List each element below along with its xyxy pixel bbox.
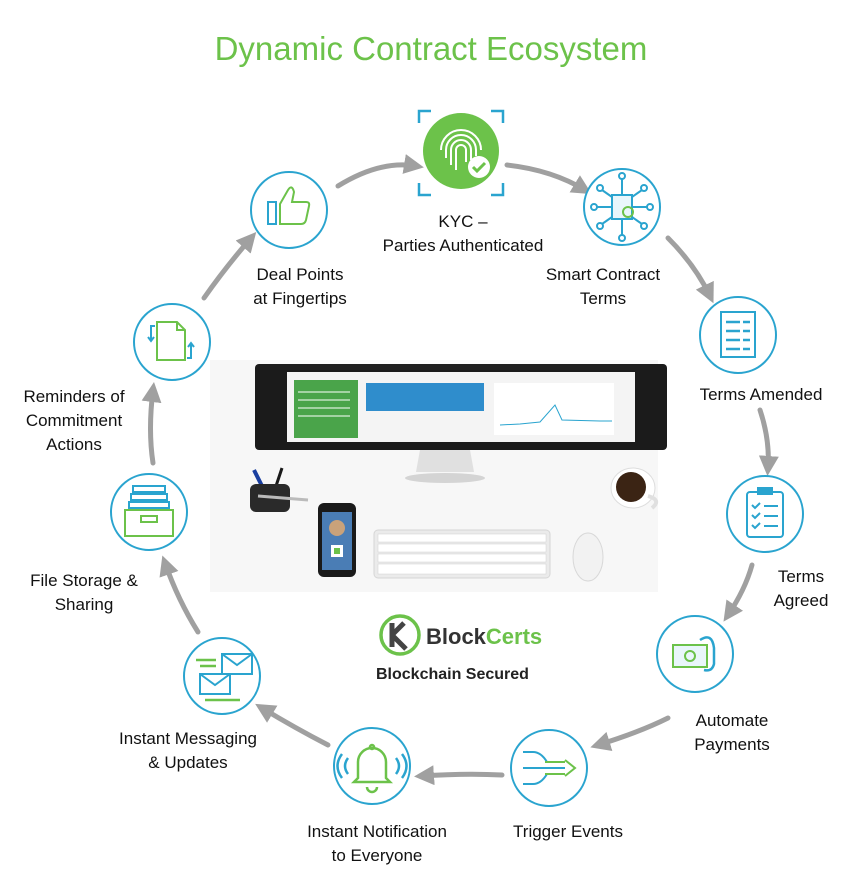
document-list-icon — [699, 296, 777, 374]
payment-cash-icon — [656, 615, 734, 693]
stage-label-terms-amended: Terms Amended — [699, 385, 823, 404]
mouse — [572, 532, 604, 582]
document-cycle-icon — [133, 303, 211, 381]
trigger-arrows-icon — [510, 729, 588, 807]
cycle-arrow — [414, 765, 505, 786]
stage-label-trigger-events: Trigger Events — [513, 822, 623, 841]
fingerprint-check-icon — [417, 109, 505, 197]
diagram-title: Dynamic Contract Ecosystem — [214, 30, 648, 67]
smart-contract-network-icon — [583, 168, 661, 246]
clipboard-checklist-icon — [726, 475, 804, 553]
coffee-cup — [610, 467, 659, 510]
envelopes-icon — [183, 637, 261, 715]
cycle-arrow — [255, 703, 331, 748]
blockcerts-logo-icon — [379, 614, 421, 656]
file-drawer-icon — [110, 473, 188, 551]
brand-name: BlockCerts — [426, 624, 543, 649]
stage-label-instant-messaging: Instant Messaging& Updates — [119, 729, 257, 772]
desk-scene — [210, 360, 667, 592]
cycle-arrow — [590, 715, 671, 752]
cycle-arrow — [757, 407, 779, 476]
pen-holder — [250, 467, 309, 512]
keyboard — [373, 529, 551, 579]
cycle-arrow — [504, 162, 592, 195]
cycle-arrow — [141, 382, 162, 466]
cycle-arrow — [159, 555, 201, 635]
brand-tagline: Blockchain Secured — [376, 666, 529, 683]
cycle-arrow — [201, 231, 257, 301]
thumbs-up-icon — [250, 171, 328, 249]
stage-label-file-storage: File Storage &Sharing — [30, 571, 138, 614]
smartphone — [318, 503, 356, 577]
cycle-arrow — [335, 154, 424, 189]
monitor — [255, 364, 667, 483]
stage-label-kyc: KYC –Parties Authenticated — [382, 212, 544, 255]
cycle-arrow — [665, 235, 714, 304]
cycle-arrow — [723, 562, 755, 622]
bell-icon — [333, 727, 411, 805]
